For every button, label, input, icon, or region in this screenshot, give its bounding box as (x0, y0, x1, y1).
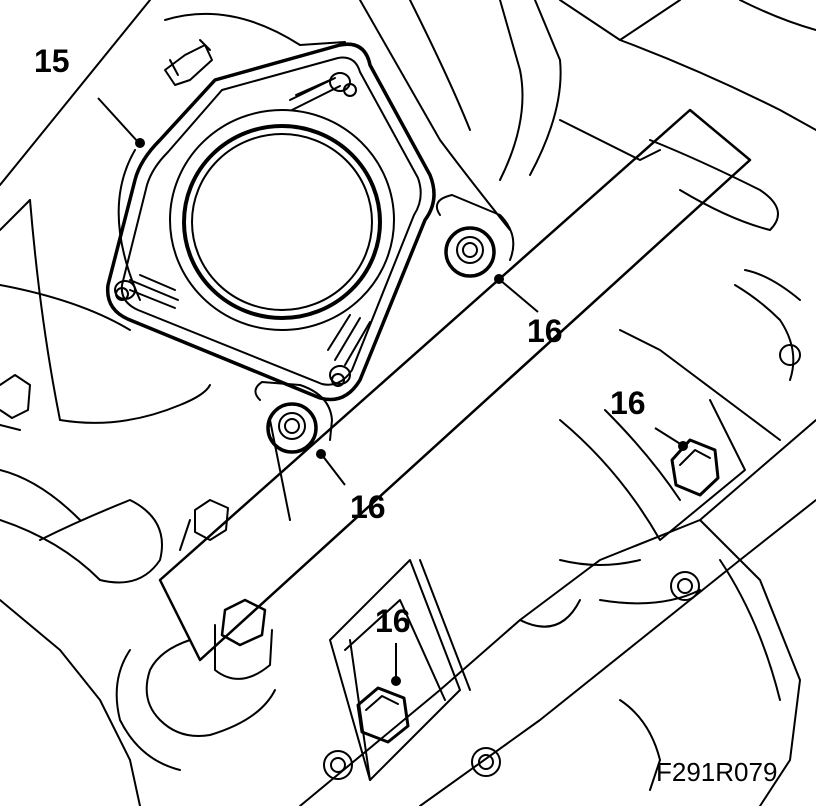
callout-part-16-upper: 16 (527, 313, 563, 349)
leader-line-16b (321, 454, 346, 486)
bolt-upper-right (444, 226, 496, 278)
exhaust-flange-gasket (105, 42, 436, 402)
leader-line-15 (97, 97, 139, 143)
leader-dot-16c (678, 441, 688, 451)
bolt-left-small (179, 499, 229, 551)
callout-part-16-right: 16 (610, 385, 646, 421)
leader-dot-16b (316, 449, 326, 459)
leader-dot-16d (391, 676, 401, 686)
lower-housing-outline (299, 269, 816, 806)
sensor-stub (164, 39, 213, 86)
bolt-right-strap (670, 438, 720, 497)
leader-line-16c (654, 427, 683, 446)
figure-code: F291R079 (656, 757, 777, 787)
callout-part-16-lower: 16 (375, 603, 411, 639)
bolt-lower-left (266, 402, 318, 454)
support-bracket (158, 108, 752, 781)
callout-part-15: 15 (34, 43, 70, 79)
callout-part-16-middle: 16 (350, 489, 386, 525)
leader-line-16a (499, 279, 539, 313)
bolt-lower-strap (356, 686, 410, 744)
leader-dot-15 (135, 138, 145, 148)
bolt-left-large (115, 598, 276, 771)
leader-dot-16a (494, 274, 504, 284)
bolt-left-edge (0, 374, 31, 431)
